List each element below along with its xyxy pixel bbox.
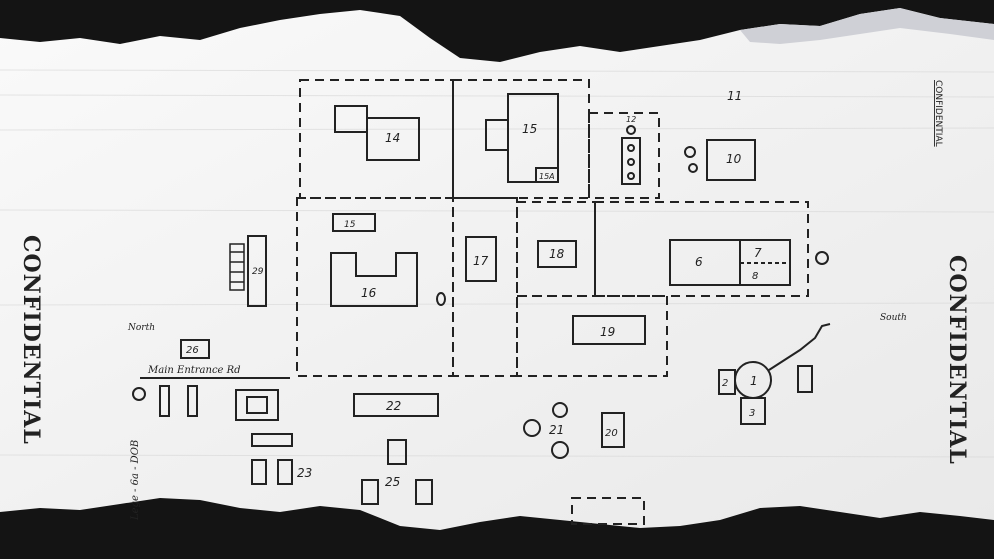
label-16: 16 xyxy=(361,286,377,300)
building-3 xyxy=(740,397,766,425)
annotation-margin: Lege - 6a - DOB xyxy=(130,440,141,521)
tank-6 xyxy=(815,251,829,265)
tank-21b xyxy=(552,402,568,418)
tank-13c xyxy=(627,172,635,180)
label-2: 2 xyxy=(722,378,728,389)
building-14-annex xyxy=(334,105,368,133)
scan-streaks xyxy=(0,69,994,458)
building-13 xyxy=(621,137,641,185)
building-10 xyxy=(706,139,756,181)
tank-12 xyxy=(626,125,636,135)
label-7: 7 xyxy=(754,246,762,260)
label-19: 19 xyxy=(600,325,615,339)
building-15-annex xyxy=(485,119,509,151)
tank-13a xyxy=(627,144,635,152)
building-23a xyxy=(251,459,267,485)
building-18 xyxy=(537,240,577,268)
entrance-building xyxy=(235,389,279,421)
label-10: 10 xyxy=(726,152,742,166)
building-23b xyxy=(277,459,293,485)
building-16 xyxy=(330,252,418,307)
label-21: 21 xyxy=(549,423,564,437)
label-29: 29 xyxy=(252,267,264,277)
tank-10b xyxy=(688,163,698,173)
building-24 xyxy=(251,433,293,447)
building-29-hatch xyxy=(229,243,245,291)
label-26: 26 xyxy=(186,345,199,356)
stamp-top-right: CONFIDENTIAL xyxy=(933,80,943,147)
label-23: 23 xyxy=(297,466,312,480)
building-29 xyxy=(247,235,267,307)
annotation-south: South xyxy=(880,313,907,323)
label-15-small: 15 xyxy=(344,220,356,230)
label-6: 6 xyxy=(695,255,703,269)
label-17: 17 xyxy=(473,254,489,268)
building-2 xyxy=(718,369,736,395)
label-25: 25 xyxy=(385,475,400,489)
stamp-left: CONFIDENTIAL xyxy=(18,235,44,445)
zone-6-7-8 xyxy=(594,201,809,297)
buildings-solid xyxy=(132,93,831,505)
pipeline xyxy=(768,323,831,371)
building-26 xyxy=(180,339,210,359)
marker-zone-16 xyxy=(436,292,446,306)
building-25-right xyxy=(415,479,433,505)
building-4 xyxy=(797,365,813,393)
label-14: 14 xyxy=(385,131,400,145)
label-15: 15 xyxy=(522,122,537,136)
torn-edge-shadow xyxy=(740,8,994,44)
label-11: 11 xyxy=(727,89,742,103)
label-22: 22 xyxy=(386,399,401,413)
tank-21a xyxy=(523,419,541,437)
entrance-building-inner xyxy=(246,396,268,414)
building-labels: 14 15 15A 12 10 11 15 16 17 18 6 7 8 19 … xyxy=(186,89,762,489)
building-22 xyxy=(353,393,439,417)
guard-house-2 xyxy=(187,385,198,417)
zone-19 xyxy=(516,295,668,377)
annotation-main-entrance: Main Entrance Rd xyxy=(147,365,241,376)
guard-house-1 xyxy=(159,385,170,417)
stamp-right: CONFIDENTIAL xyxy=(944,255,970,465)
building-25-left xyxy=(361,479,379,505)
label-8: 8 xyxy=(752,271,758,282)
label-15a: 15A xyxy=(539,172,555,181)
label-1: 1 xyxy=(750,374,758,388)
compound-boundaries xyxy=(296,79,809,525)
building-14 xyxy=(366,117,420,161)
building-19 xyxy=(572,315,646,345)
building-25-top xyxy=(387,439,407,465)
tank-10a xyxy=(684,146,696,158)
label-3: 3 xyxy=(749,408,755,419)
label-12: 12 xyxy=(626,115,636,124)
tank-21c xyxy=(551,441,569,459)
label-18: 18 xyxy=(549,247,565,261)
building-20 xyxy=(601,412,625,448)
zone-12 xyxy=(588,112,660,199)
label-20: 20 xyxy=(605,428,618,439)
annotation-north: North xyxy=(127,323,155,333)
building-15-small xyxy=(332,213,376,232)
zone-bottom xyxy=(571,497,645,525)
gate-post xyxy=(132,387,146,401)
building-15a xyxy=(535,167,559,183)
building-17 xyxy=(465,236,497,282)
zone-15 xyxy=(452,79,590,199)
tank-13b xyxy=(627,158,635,166)
